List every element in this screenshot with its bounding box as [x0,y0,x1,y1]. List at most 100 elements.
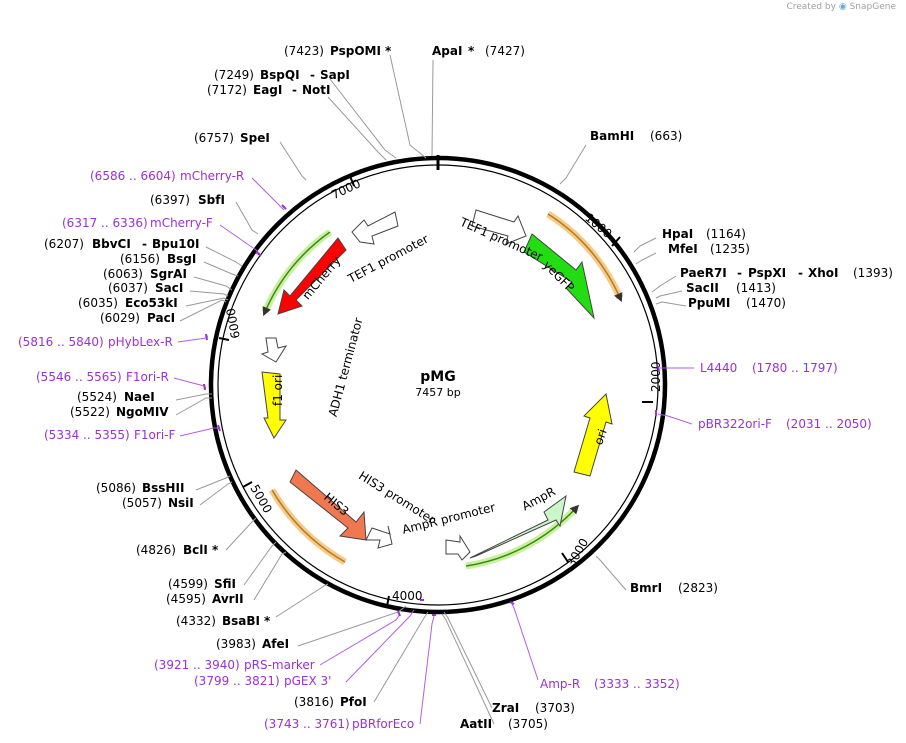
svg-text:(4595): (4595) [166,592,206,606]
svg-text:BclI: BclI [183,543,208,557]
svg-text:Eco53kI: Eco53kI [125,296,178,310]
svg-text:NgoMIV: NgoMIV [116,405,169,419]
svg-text:SfiI: SfiI [214,577,236,591]
svg-text:HpaI: HpaI [662,227,693,241]
site-bmri: BmrI (2823) [630,581,718,595]
svg-text:NaeI: NaeI [124,390,155,404]
primer-f1ori-r: (5546 .. 5565) F1ori-R [36,370,169,384]
svg-text:-: - [798,266,803,280]
svg-text:pGEX 3': pGEX 3' [284,674,331,688]
svg-text:PacI: PacI [147,311,175,325]
site-spei: (6757) SpeI [194,131,270,145]
primer-f1ori-f: (5334 .. 5355) F1ori-F [44,428,175,442]
site-bsshii: (5086) BssHII [96,481,184,495]
svg-text:PaeR7I: PaeR7I [680,266,727,280]
svg-text:(5086): (5086) [96,481,136,495]
svg-text:(3921 .. 3940): (3921 .. 3940) [154,658,240,672]
svg-text:(663): (663) [650,129,682,143]
svg-text:(3983): (3983) [216,637,256,651]
primer-marks [203,204,660,617]
svg-text:(6029): (6029) [100,311,140,325]
primer-amp-r: Amp-R (3333 .. 3352) [540,677,680,691]
feature-tef1-promoter-1[interactable] [351,211,399,245]
svg-text:XhoI: XhoI [808,266,839,280]
svg-text:BbvCI: BbvCI [92,237,131,251]
svg-text:(1164): (1164) [706,227,746,241]
svg-text:BsgI: BsgI [167,252,196,266]
svg-text:(6035): (6035) [78,296,118,310]
svg-text:AvrII: AvrII [212,592,244,606]
svg-text:ZraI: ZraI [492,701,519,715]
svg-text:-: - [292,83,297,97]
plasmid-name: pMG [420,369,455,385]
svg-text:BmrI: BmrI [630,581,662,595]
site-sfii: (4599) SfiI [168,577,236,591]
site-pfoi: (3816) PfoI [294,695,367,709]
primer-pbrforeco: (3743 .. 3761) pBRforEco [264,717,414,731]
svg-text:(5524): (5524) [77,390,117,404]
feature-label-f1-ori: f1 ori [271,375,285,406]
svg-text:AatII: AatII [460,717,492,731]
svg-text:(6063): (6063) [103,267,143,281]
svg-text:(6207): (6207) [44,237,84,251]
svg-text:SacII: SacII [686,281,719,295]
feature-yegfp[interactable] [523,233,595,320]
svg-text:Amp-R: Amp-R [540,677,580,691]
svg-text:(6317 .. 6336): (6317 .. 6336) [62,216,148,230]
svg-text:PspXI: PspXI [748,266,786,280]
tick-label-3000: 3000 [564,536,591,569]
svg-text:BsaBI: BsaBI [222,614,260,628]
feature-mcherry[interactable] [277,237,347,315]
primer-mcherry-r: (6586 .. 6604) mCherry-R [90,169,244,183]
snapgene-credit: Created by ◉ SnapGene [786,2,896,12]
site-paer7i: PaeR7I - PspXI - XhoI (1393) [680,266,893,280]
svg-text:NotI: NotI [302,83,331,97]
svg-text:BamHI: BamHI [590,129,634,143]
svg-text:-: - [142,237,147,251]
feature-ampr-promoter[interactable] [445,534,471,561]
svg-text:pBRforEco: pBRforEco [352,717,414,731]
primer-labels: (6586 .. 6604) mCherry-R (6317 .. 6336) … [18,169,872,731]
primer-prs-marker: (3921 .. 3940) pRS-marker [154,658,315,672]
svg-text:NsiI: NsiI [168,496,194,510]
site-avrii: (4595) AvrII [166,592,244,606]
plasmid-size: 7457 bp [415,386,460,399]
svg-text:SacI: SacI [155,281,183,295]
svg-text:(4826): (4826) [136,543,176,557]
svg-text:(3799 .. 3821): (3799 .. 3821) [194,674,280,688]
svg-text:(6397): (6397) [150,193,190,207]
svg-text:(5334 .. 5355): (5334 .. 5355) [44,428,130,442]
feature-f1-ori[interactable] [261,371,287,439]
feature-adh1-terminator[interactable] [260,337,288,363]
site-bbvci: (6207) BbvCI - Bpu10I [44,237,199,251]
feature-ori[interactable] [573,392,613,477]
feature-his3-promoter[interactable] [365,525,393,549]
svg-text:*: * [212,543,219,557]
site-aatii: AatII (3705) [460,717,548,731]
svg-text:(1235): (1235) [710,242,750,256]
svg-text:ApaI: ApaI [432,44,462,58]
feature-label-his3-promoter: HIS3 promoter [356,469,438,527]
feature-ampr[interactable] [469,494,567,559]
site-pspomi: (7423) PspOMI * [284,44,392,58]
svg-text:(1393): (1393) [853,266,893,280]
svg-text:L4440: L4440 [700,361,737,375]
credit-brand: SnapGene [849,2,896,12]
site-leaders [175,54,687,725]
site-apai: ApaI * (7427) [432,44,525,58]
svg-text:(7249): (7249) [214,68,254,82]
site-ppumi: PpuMI (1470) [688,296,786,310]
svg-text:(3703): (3703) [535,701,575,715]
svg-text:(6757): (6757) [194,131,234,145]
site-zrai: ZraI (3703) [492,701,575,715]
feature-tef1-promoter-2[interactable] [471,209,527,245]
svg-text:Bpu10I: Bpu10I [152,237,199,251]
primer-phyblex-r: (5816 .. 5840) pHybLex-R [18,335,173,349]
site-saci: (6037) SacI [108,281,183,295]
feature-his3[interactable] [289,469,367,541]
tick-label-2000: 2000 [649,361,663,392]
svg-text:(6586 .. 6604): (6586 .. 6604) [90,169,176,183]
svg-text:(7423): (7423) [284,44,324,58]
site-bamhi: BamHI (663) [590,129,682,143]
